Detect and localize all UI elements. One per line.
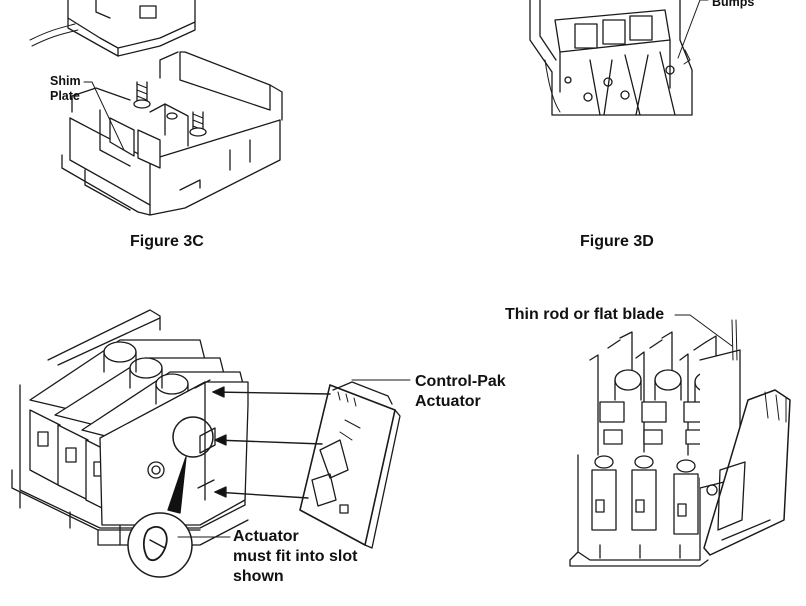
figure-3c-leader — [83, 81, 125, 151]
control-pak-actuator-label: Control-Pak Actuator — [415, 372, 506, 412]
actuator-slot-label-line1: Actuator — [233, 528, 299, 545]
shim-plate-label-line1: Shim — [50, 74, 81, 88]
thin-rod-label: Thin rod or flat blade — [505, 306, 665, 323]
shim-plate-label-line2: Plate — [50, 89, 80, 103]
figure-3c-cover-part — [29, 0, 196, 57]
actuator-slot-label: Actuator must fit into slot shown — [233, 527, 357, 587]
control-pak-label-line1: Control-Pak — [415, 373, 506, 390]
bottom-left-slot-zoom — [127, 416, 214, 578]
bottom-left-arrows — [177, 379, 411, 538]
bumps-label: Bumps — [712, 0, 755, 9]
actuator-slot-label-line2: must fit into slot — [233, 548, 358, 565]
shim-plate-label: Shim Plate — [50, 74, 81, 104]
control-pak-label-line2: Actuator — [415, 393, 481, 410]
figure-3d-caption: Figure 3D — [580, 233, 654, 250]
figure-3d-leader — [677, 0, 709, 59]
figure-3c-caption: Figure 3C — [130, 233, 204, 250]
figure-3c-base-housing — [61, 51, 283, 216]
bottom-right-leader — [674, 314, 733, 347]
bottom-left-actuator — [299, 381, 401, 549]
bottom-right-contactor — [569, 319, 791, 567]
figure-3d-housing — [529, 0, 693, 116]
bottom-left-contactor — [11, 309, 249, 546]
actuator-slot-label-line3: shown — [233, 568, 284, 585]
